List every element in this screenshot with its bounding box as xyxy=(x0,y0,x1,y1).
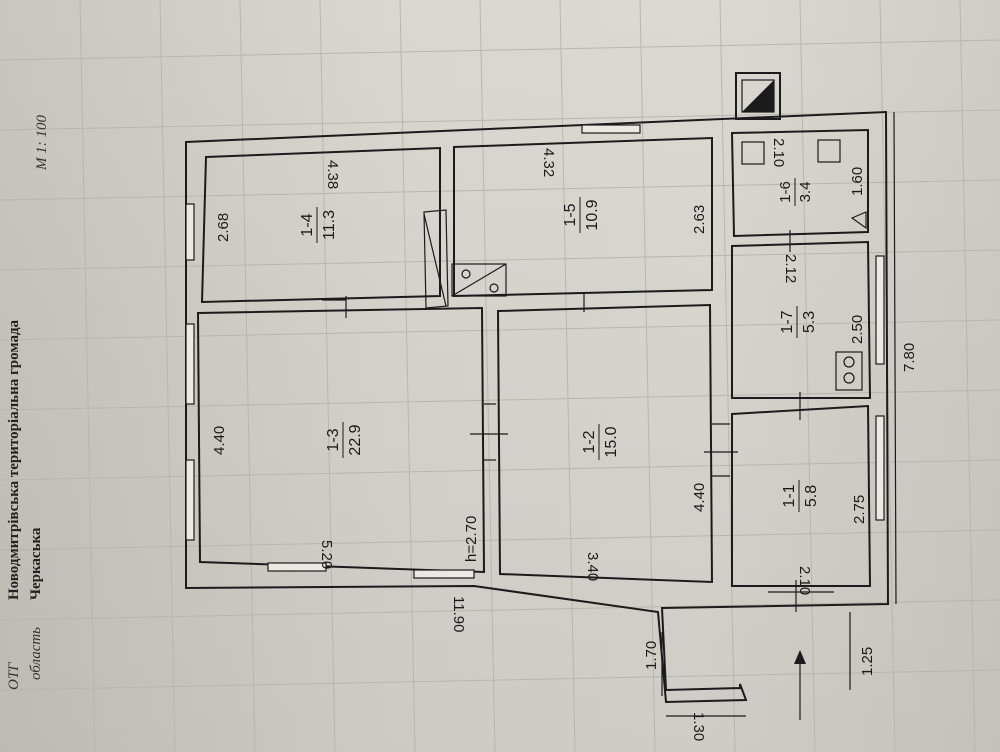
dim-2-68: 2.68 xyxy=(215,213,232,242)
room-1-7 xyxy=(731,240,872,399)
dim-2-12: 2.12 xyxy=(782,254,799,283)
room-1-6-id: 1-6 xyxy=(777,181,794,203)
stairs xyxy=(423,209,507,309)
dim-1-60: 1.60 xyxy=(849,167,866,196)
room-1-4 xyxy=(200,146,441,304)
dim-1-30: 1.30 xyxy=(690,712,707,741)
room-1-5-id: 1-5 xyxy=(562,203,579,226)
room-1-4-id: 1-4 xyxy=(299,213,316,236)
doors xyxy=(322,230,834,612)
dim-7-80: 7.80 xyxy=(901,343,918,372)
entrance-arrow-icon xyxy=(794,650,806,720)
room-1-4-area: 11.3 xyxy=(321,210,338,240)
dim-2-10-b: 2.10 xyxy=(796,566,813,595)
otg-label: ОТГ xyxy=(6,661,22,690)
oblast-label: область xyxy=(28,627,44,680)
room-1-6-area: 3.4 xyxy=(797,182,814,203)
room-1-1 xyxy=(731,404,872,587)
dimension-labels: 2.68 4.38 4.40 5.20 h=2.70 4.32 2.63 4.4… xyxy=(211,138,918,741)
scale-label: М 1: 100 xyxy=(34,115,50,171)
room-1-1-area: 5.8 xyxy=(803,485,820,507)
room-1-2 xyxy=(496,303,714,584)
room-1-5 xyxy=(453,136,713,298)
chimney xyxy=(735,72,781,120)
dim-2-10-a: 2.10 xyxy=(770,138,787,167)
room-1-7-id: 1-7 xyxy=(779,310,796,333)
dim-2-63: 2.63 xyxy=(691,205,708,234)
room-1-3-area: 22.9 xyxy=(347,424,364,455)
room-1-7-area: 5.3 xyxy=(801,311,818,333)
windows xyxy=(185,124,885,579)
dimension-lines xyxy=(661,111,897,717)
dim-1-25: 1.25 xyxy=(859,647,876,676)
room-1-3-id: 1-3 xyxy=(325,428,342,451)
dim-h: h=2.70 xyxy=(463,516,480,562)
room-1-5-area: 10.9 xyxy=(584,199,601,230)
dim-2-50: 2.50 xyxy=(849,315,866,344)
dim-1-70: 1.70 xyxy=(643,641,660,670)
outer-walls xyxy=(185,110,890,704)
dim-2-75: 2.75 xyxy=(851,495,868,524)
oblast-name: Черкаська xyxy=(28,527,44,600)
room-labels: 1-4 11.3 1-5 10.9 1-3 22.9 1-2 15.0 1-6 … xyxy=(299,178,820,512)
room-1-6 xyxy=(730,128,869,238)
hromada-label: Новодмитрівська територіальна громада xyxy=(6,319,22,600)
room-1-1-id: 1-1 xyxy=(781,484,798,507)
room-1-2-area: 15.0 xyxy=(603,426,620,457)
dim-3-40: 3.40 xyxy=(584,552,601,581)
room-1-2-id: 1-2 xyxy=(581,430,598,453)
dim-4-38: 4.38 xyxy=(324,160,341,189)
dim-5-20: 5.20 xyxy=(318,540,335,569)
dim-11-90: 11.90 xyxy=(450,596,467,632)
dim-4-40-b: 4.40 xyxy=(691,483,708,512)
room-1-3 xyxy=(196,306,486,574)
dim-4-32: 4.32 xyxy=(540,148,557,177)
dim-4-40-a: 4.40 xyxy=(211,426,228,455)
fixtures xyxy=(741,139,867,391)
